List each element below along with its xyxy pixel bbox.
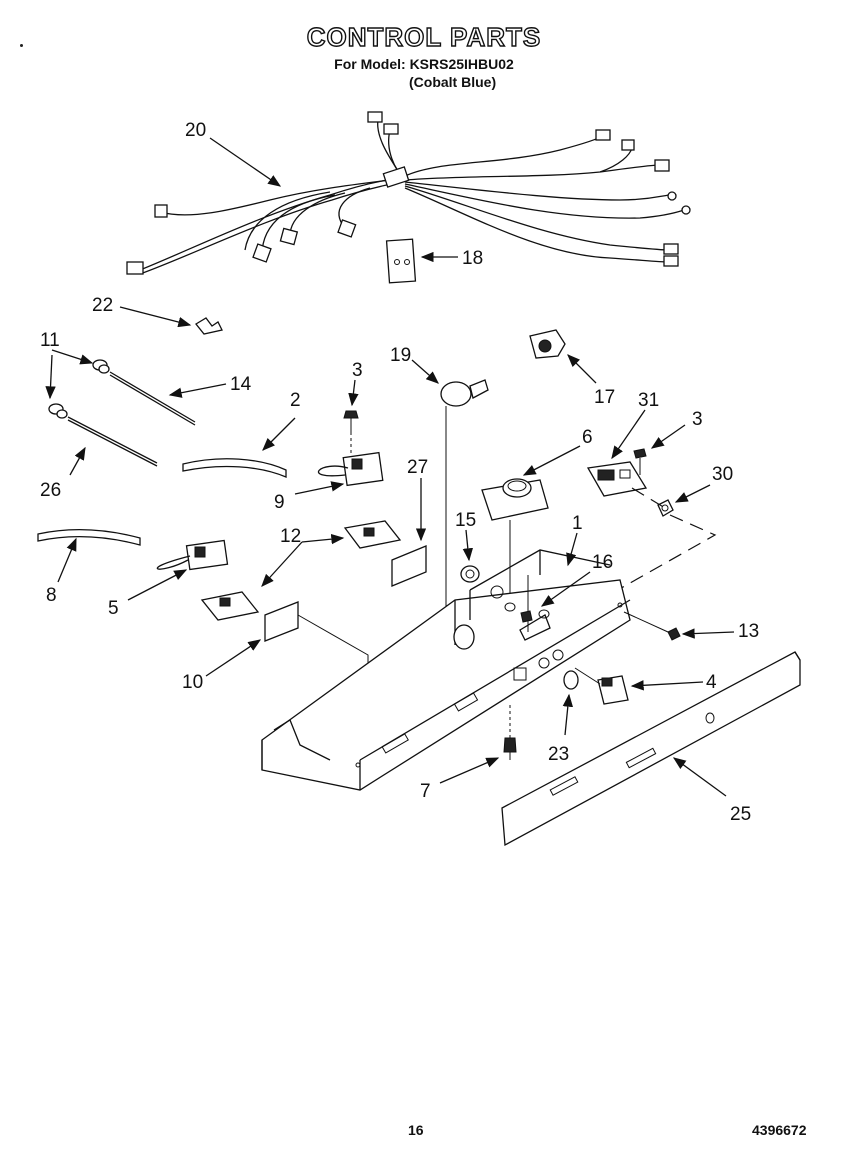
color-line: (Cobalt Blue) — [409, 74, 497, 90]
document-number: 4396672 — [752, 1122, 807, 1138]
callout-13: 13 — [738, 621, 759, 642]
button-23 — [563, 670, 579, 690]
callout-4: 4 — [706, 672, 717, 693]
callout-8: 8 — [46, 585, 57, 606]
callout-3-right: 3 — [692, 409, 703, 430]
callout-20: 20 — [185, 120, 206, 141]
trim-panel-25 — [501, 651, 801, 847]
margin-mark — [20, 44, 23, 47]
callout-10: 10 — [182, 672, 203, 693]
callout-14: 14 — [230, 374, 252, 395]
callout-12: 12 — [280, 526, 301, 547]
switch-9 — [317, 451, 384, 487]
tube-8 — [37, 528, 141, 546]
page-title: CONTROL PARTS — [306, 21, 542, 52]
bracket-16 — [520, 575, 533, 632]
model-line: For Model: KSRS25IHBU02 — [334, 56, 514, 72]
pad-18 — [385, 238, 417, 284]
callout-2: 2 — [290, 390, 301, 411]
callout-18: 18 — [462, 248, 483, 269]
timer-6 — [481, 478, 549, 605]
callout-22: 22 — [92, 295, 113, 316]
screw-7 — [503, 705, 517, 760]
callout-9: 9 — [274, 492, 285, 513]
wire-harness-20 — [126, 111, 691, 275]
page-number: 16 — [408, 1122, 424, 1138]
callout-17: 17 — [594, 387, 615, 408]
callout-11: 11 — [40, 330, 60, 351]
callout-19: 19 — [390, 345, 411, 366]
callout-labels: 20 18 22 11 14 3 2 26 9 19 17 31 3 6 30 … — [40, 120, 759, 825]
bulb-19 — [440, 379, 489, 620]
board-31 — [586, 461, 648, 497]
clip-22 — [195, 317, 223, 335]
callout-16: 16 — [592, 552, 613, 573]
probe-parts — [48, 359, 196, 467]
callout-7: 7 — [420, 781, 431, 802]
tube-2 — [182, 458, 287, 478]
callout-5: 5 — [108, 598, 119, 619]
switch-12 — [200, 520, 402, 621]
callout-27: 27 — [407, 457, 428, 478]
switch-4 — [574, 667, 629, 705]
socket-17 — [529, 329, 566, 359]
switch-5 — [156, 539, 229, 571]
screw-13 — [623, 611, 681, 641]
callout-15: 15 — [455, 510, 476, 531]
leader-arrows — [45, 137, 735, 797]
callout-31: 31 — [638, 390, 659, 411]
connector-30 — [599, 487, 717, 601]
callout-23: 23 — [548, 744, 569, 765]
label-27 — [391, 545, 427, 587]
label-10 — [264, 601, 299, 642]
callout-26: 26 — [40, 480, 61, 501]
callout-30: 30 — [712, 464, 733, 485]
callout-3-left: 3 — [352, 360, 363, 381]
grommet-15 — [460, 565, 480, 583]
callout-1: 1 — [572, 513, 583, 534]
callout-25: 25 — [730, 804, 751, 825]
screw-3-left — [343, 410, 359, 455]
control-housing-1 — [261, 549, 631, 791]
callout-6: 6 — [582, 427, 593, 448]
screw-3-right — [633, 448, 647, 475]
